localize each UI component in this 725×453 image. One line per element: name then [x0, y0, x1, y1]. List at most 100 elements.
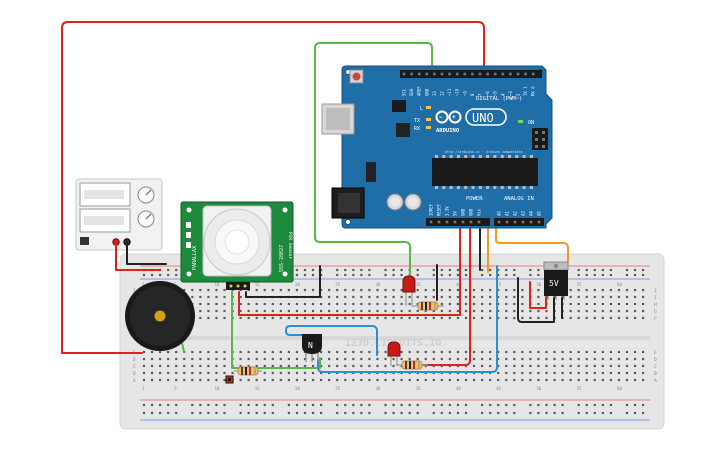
analog-pin-label: A2: [513, 211, 518, 216]
digital-pin-hole: [410, 72, 413, 76]
digital-pin-label: ~11: [447, 88, 452, 96]
arduino-logo: − + ARDUINO UNO: [435, 108, 507, 134]
digital-pin-label: SCL: [402, 88, 407, 96]
digital-pin-hole: [531, 72, 535, 76]
wire-green-base[interactable]: [257, 357, 321, 369]
wire-pir-black[interactable]: [245, 265, 321, 298]
row-letter-right: E: [654, 350, 657, 356]
column-number-bottom: 45: [496, 386, 501, 391]
digital-pin-hole: [501, 72, 505, 76]
row-letter-left: C: [133, 364, 136, 370]
wire-psu-black[interactable]: [126, 241, 167, 265]
row-letter-right: C: [654, 364, 657, 370]
analog-header[interactable]: [494, 218, 544, 226]
digital-pin-hole: [478, 72, 482, 76]
column-number-top: 60: [617, 282, 622, 287]
transistor-label: N: [308, 341, 313, 350]
wire-blue-long[interactable]: [317, 265, 498, 373]
wire-reg-red[interactable]: [529, 281, 547, 309]
column-number-top: 20: [295, 282, 300, 287]
digital-pin-label: 8: [470, 93, 475, 96]
digital-pin-hole: [417, 72, 421, 76]
arduino-model: UNO: [472, 111, 494, 125]
digital-pin-label: AREF: [417, 86, 422, 96]
wire-pir-red[interactable]: [238, 224, 461, 316]
digital-pin-hole: [425, 72, 429, 76]
column-number-bottom: 25: [335, 386, 340, 391]
power-supply-switch[interactable]: [80, 237, 89, 245]
row-letter-right: H: [654, 302, 657, 308]
resistor-2[interactable]: [396, 360, 428, 370]
wire-red-top[interactable]: [61, 21, 485, 354]
column-number-bottom: 55: [577, 386, 582, 391]
column-number-bottom: 35: [416, 386, 421, 391]
wire-reg-black-1[interactable]: [517, 277, 555, 323]
digital-pin-hole: [455, 72, 459, 76]
pir-label-model: 555-28027: [279, 245, 285, 272]
digital-pin-label: 7: [478, 93, 483, 96]
row-letter-right: G: [654, 309, 657, 315]
atmega-chip: [432, 158, 538, 186]
digital-pin-label: 13: [432, 91, 437, 96]
npn-transistor[interactable]: N: [302, 334, 322, 362]
row-letter-right: J: [654, 288, 657, 294]
site-text: http://arduino.cc · Arduino compatible: [445, 150, 523, 154]
svg-text:+: +: [452, 114, 456, 121]
power-pin-label: 5V: [453, 211, 458, 216]
wire-green-top[interactable]: [314, 42, 433, 279]
digital-pin-label: ~10: [455, 88, 460, 96]
column-number-bottom: 50: [536, 386, 541, 391]
row-letter-left: B: [133, 371, 136, 377]
analog-pin-label: A5: [537, 211, 542, 216]
digital-pin-hole: [433, 72, 436, 76]
power-pin-label: RESET: [437, 203, 442, 216]
row-letter-left: D: [133, 357, 136, 363]
row-letter-right: A: [654, 378, 657, 384]
voltage-regulator[interactable]: 5V: [543, 261, 569, 300]
wires: [61, 21, 569, 373]
power-pin-label: IOREF: [429, 203, 434, 216]
column-number-bottom: 30: [375, 386, 380, 391]
digital-pin-label: ~6: [485, 91, 490, 96]
pir-sensor[interactable]: PARALLAX 555-28027 PIR Sensor: [180, 201, 294, 290]
wire-psu-red[interactable]: [115, 241, 161, 271]
digital-pin-hole: [448, 72, 451, 76]
resistor-1[interactable]: [412, 301, 444, 311]
digital-pin-hole: [493, 72, 497, 76]
row-letter-left: A: [133, 378, 136, 384]
digital-label: DIGITAL (PWM~): [476, 96, 522, 102]
digital-pin-label: ~3: [508, 91, 513, 96]
power-pin-label: 3.3V: [445, 206, 450, 216]
wire-red-5v[interactable]: [419, 224, 471, 366]
icsp-header[interactable]: [532, 128, 548, 150]
wire-blue[interactable]: [285, 325, 378, 356]
piezo-buzzer[interactable]: [125, 281, 195, 351]
analog-pin-label: A3: [521, 211, 526, 216]
column-number-top: 50: [536, 282, 541, 287]
analog-pin-label: A4: [529, 211, 534, 216]
on-label: ON: [528, 120, 534, 126]
resistor-3[interactable]: [234, 366, 262, 376]
power-supply[interactable]: [75, 178, 163, 251]
column-number-bottom: 1: [142, 386, 145, 391]
digital-pin-hole: [509, 72, 512, 76]
column-number-top: 10: [214, 282, 219, 287]
column-number-top: 40: [456, 282, 461, 287]
digital-pin-label: ~5: [493, 91, 498, 96]
digital-header[interactable]: [400, 70, 542, 78]
rx-label: RX: [414, 126, 420, 132]
wire-orange-a0[interactable]: [495, 224, 569, 263]
svg-text:−: −: [439, 114, 443, 121]
digital-pin-label: TX 1: [523, 86, 528, 96]
led-2[interactable]: [387, 341, 401, 366]
column-number-top: 55: [577, 282, 582, 287]
power-label: POWER: [466, 196, 483, 202]
digital-pin-hole: [516, 72, 520, 76]
led-1[interactable]: [402, 275, 416, 306]
power-header[interactable]: [426, 218, 490, 226]
column-number-top: 5: [174, 282, 177, 287]
